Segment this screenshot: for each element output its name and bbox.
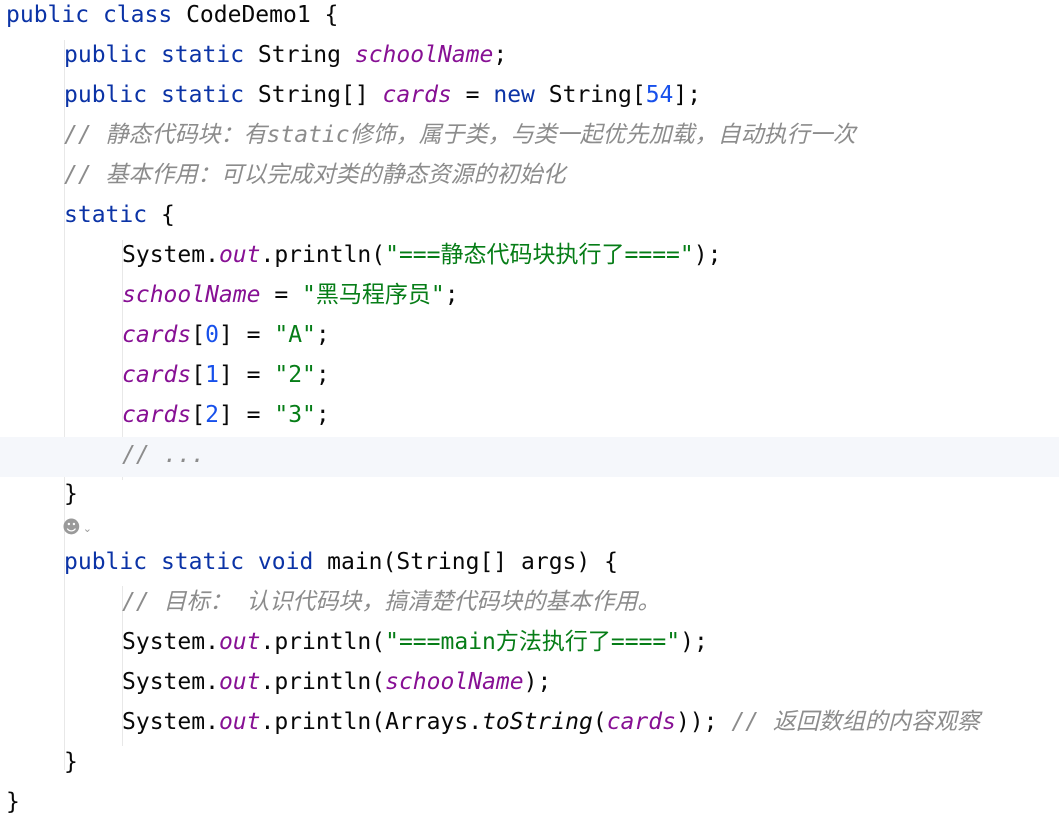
type-name: String (257, 42, 341, 68)
field-name: schoolName (122, 282, 261, 308)
punctuation: ; (315, 322, 330, 348)
code-comment[interactable]: // 基本作用：可以完成对类的静态资源的初始化 (64, 162, 566, 188)
string-literal: "黑马程序员" (302, 282, 445, 308)
code-comment: // 返回数组的内容观察 (731, 709, 980, 735)
indent-guide (122, 240, 123, 480)
punctuation: ; (444, 282, 459, 308)
code-line-assign-cards[interactable]: cards[0] = "A"; (6, 317, 1059, 357)
punctuation: ( (592, 709, 607, 735)
code-line-field-cards[interactable]: public static String[] cards = new Strin… (6, 77, 1059, 117)
keyword: public (64, 549, 148, 575)
code-comment[interactable]: // 静态代码块：有static修饰，属于类，与类一起优先加载，自动执行一次 (64, 122, 856, 148)
code-line-println[interactable]: System.out.println(schoolName); (6, 664, 1059, 704)
punctuation: ); (523, 669, 552, 695)
inlay-hint[interactable]: ☻ ⌄ (62, 517, 92, 538)
punctuation: [ (191, 402, 206, 428)
keyword: public (6, 2, 90, 28)
semicolon: ; (493, 42, 508, 68)
number-literal: 1 (205, 362, 219, 388)
class-ref: System. (122, 629, 219, 655)
punctuation: ; (315, 362, 330, 388)
class-name: CodeDemo1 (186, 2, 311, 28)
method-call: .println(Arrays. (260, 709, 483, 735)
field-name: cards (122, 362, 192, 388)
string-literal: "3" (274, 402, 316, 428)
field-name: out (218, 669, 261, 695)
operator: ] = (218, 362, 275, 388)
code-comment[interactable]: // 目标： 认识代码块，搞清楚代码块的基本作用。 (122, 589, 661, 615)
code-line-class-decl[interactable]: public class CodeDemo1 { (6, 0, 1059, 37)
code-line-assign-cards[interactable]: cards[2] = "3"; (6, 397, 1059, 437)
method-signature: main(String[] args) { (313, 549, 618, 575)
keyword: public (64, 42, 148, 68)
keyword: static (160, 82, 245, 108)
code-line-assign-cards[interactable]: cards[1] = "2"; (6, 357, 1059, 397)
number-literal: 0 (205, 322, 219, 348)
method-name: toString (482, 709, 593, 735)
type-name: String[ (548, 82, 646, 108)
string-literal: "===main方法执行了====" (385, 629, 681, 655)
keyword: void (257, 549, 314, 575)
code-line-static-block[interactable]: static { (6, 197, 1059, 237)
operator: = (451, 82, 494, 108)
code-line-close-brace[interactable]: } (6, 789, 20, 815)
punctuation: [ (191, 322, 206, 348)
keyword: new (493, 82, 535, 108)
keyword: static (64, 202, 148, 228)
user-icon: ☻ (62, 517, 81, 538)
number-literal: 54 (645, 82, 674, 108)
field-name: cards (606, 709, 676, 735)
code-line-assign-schoolname[interactable]: schoolName = "黑马程序员"; (6, 277, 1059, 317)
class-ref: System. (122, 709, 219, 735)
operator: = (260, 282, 303, 308)
brace: { (310, 2, 339, 28)
class-ref: System. (122, 242, 219, 268)
keyword: static (160, 42, 245, 68)
code-line-println[interactable]: System.out.println("===main方法执行了===="); (6, 624, 1059, 664)
field-name: cards (122, 322, 192, 348)
punctuation: ; (315, 402, 330, 428)
code-line-println[interactable]: System.out.println("===静态代码块执行了===="); (6, 237, 1059, 277)
code-line-field-schoolname[interactable]: public static String schoolName; (6, 37, 1059, 77)
brace: { (147, 202, 175, 228)
field-name: out (218, 629, 261, 655)
method-call: .println( (260, 629, 386, 655)
punctuation: )); (675, 709, 732, 735)
field-name: schoolName (354, 42, 494, 68)
keyword: static (160, 549, 245, 575)
punctuation: ); (680, 629, 708, 655)
type-name: String[] (257, 82, 369, 108)
keyword: public (64, 82, 148, 108)
code-line-current[interactable]: // ... (0, 437, 1059, 477)
operator: ] = (218, 322, 275, 348)
string-literal: "A" (274, 322, 316, 348)
method-call: .println( (260, 669, 386, 695)
punctuation: [ (191, 362, 206, 388)
field-name: out (218, 709, 261, 735)
string-literal: "===静态代码块执行了====" (385, 242, 694, 268)
code-line-println[interactable]: System.out.println(Arrays.toString(cards… (6, 704, 1059, 744)
indent-guide (122, 586, 123, 746)
class-ref: System. (122, 669, 219, 695)
code-line-close-brace[interactable]: } (64, 749, 78, 775)
code-line-main-decl[interactable]: public static void main(String[] args) { (6, 544, 1059, 584)
keyword: class (102, 2, 173, 28)
field-name: schoolName (385, 669, 524, 695)
field-name: cards (122, 402, 192, 428)
field-name: out (218, 242, 261, 268)
punctuation: ); (693, 242, 722, 268)
punctuation: ]; (673, 82, 702, 108)
string-literal: "2" (274, 362, 316, 388)
method-call: .println( (260, 242, 386, 268)
field-name: cards (382, 82, 452, 108)
chevron-down-icon: ⌄ (82, 522, 92, 535)
indent-guide (64, 40, 65, 770)
number-literal: 2 (205, 402, 219, 428)
code-line-close-brace[interactable]: } (64, 481, 78, 507)
operator: ] = (218, 402, 275, 428)
